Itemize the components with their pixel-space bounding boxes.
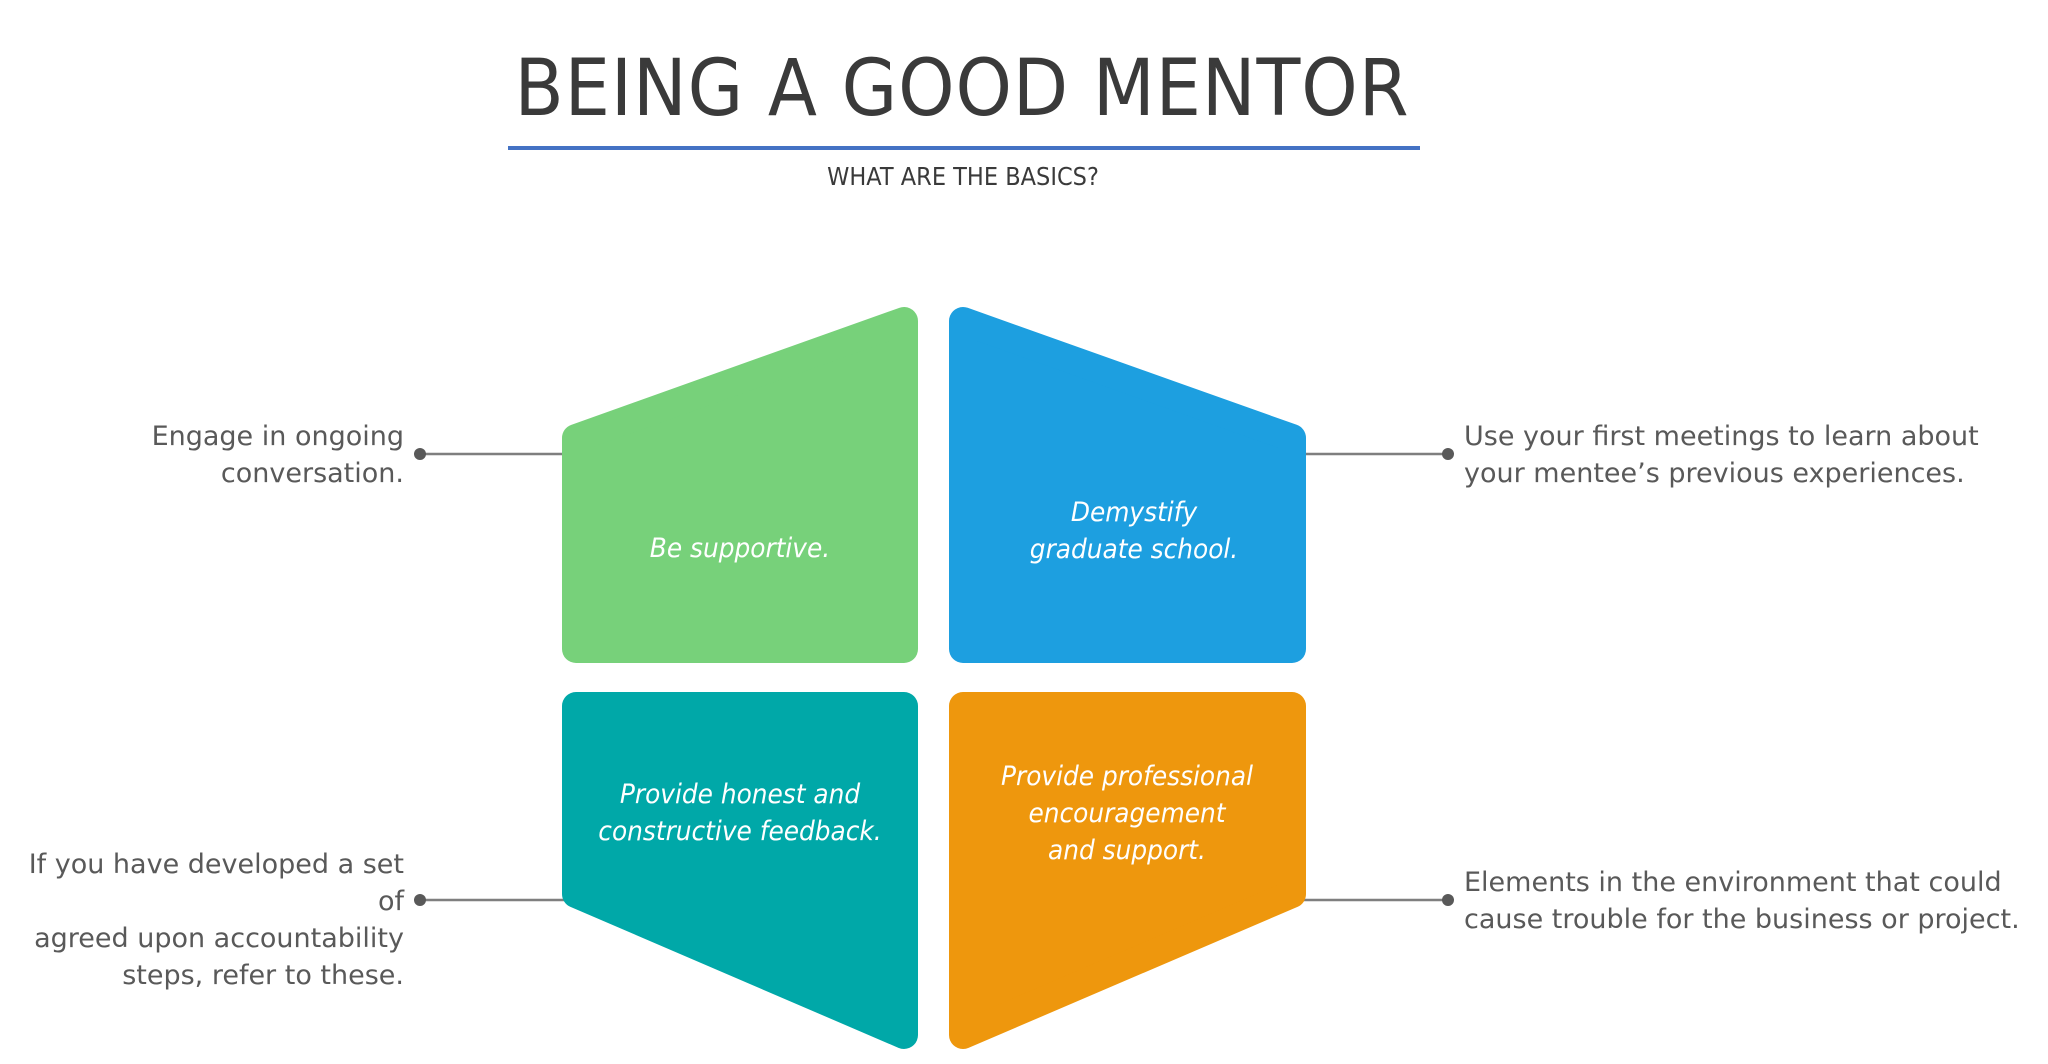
connector-dot [1442, 894, 1454, 906]
page-subtitle: WHAT ARE THE BASICS? [827, 162, 1099, 191]
connector-dot [414, 448, 426, 460]
quadrant-text-feedback: Provide honest and constructive feedback… [598, 779, 882, 847]
callout-bottom-right: Elements in the environment that could c… [1464, 867, 2020, 935]
callout-top-right: Use your first meetings to learn about y… [1464, 421, 1979, 489]
quadrant-text-encouragement: Provide professional encouragement and s… [1001, 761, 1253, 866]
quadrant-text-supportive: Be supportive. [649, 533, 831, 564]
callout-bottom-left: If you have developed a set of agreed up… [28, 849, 404, 991]
connector-dot [1442, 448, 1454, 460]
quadrant-shape-green [562, 307, 918, 663]
title-underline [508, 146, 1420, 150]
connector-dot [414, 894, 426, 906]
callout-top-left: Engage in ongoing conversation. [151, 421, 404, 489]
quadrant-shape-teal [562, 692, 918, 1049]
quadrant-shape-blue [949, 307, 1306, 663]
page-title: BEING A GOOD MENTOR [514, 44, 1410, 134]
quadrant-shape-orange [949, 692, 1306, 1049]
quadrant-text-demystify: Demystify graduate school. [1029, 497, 1239, 565]
